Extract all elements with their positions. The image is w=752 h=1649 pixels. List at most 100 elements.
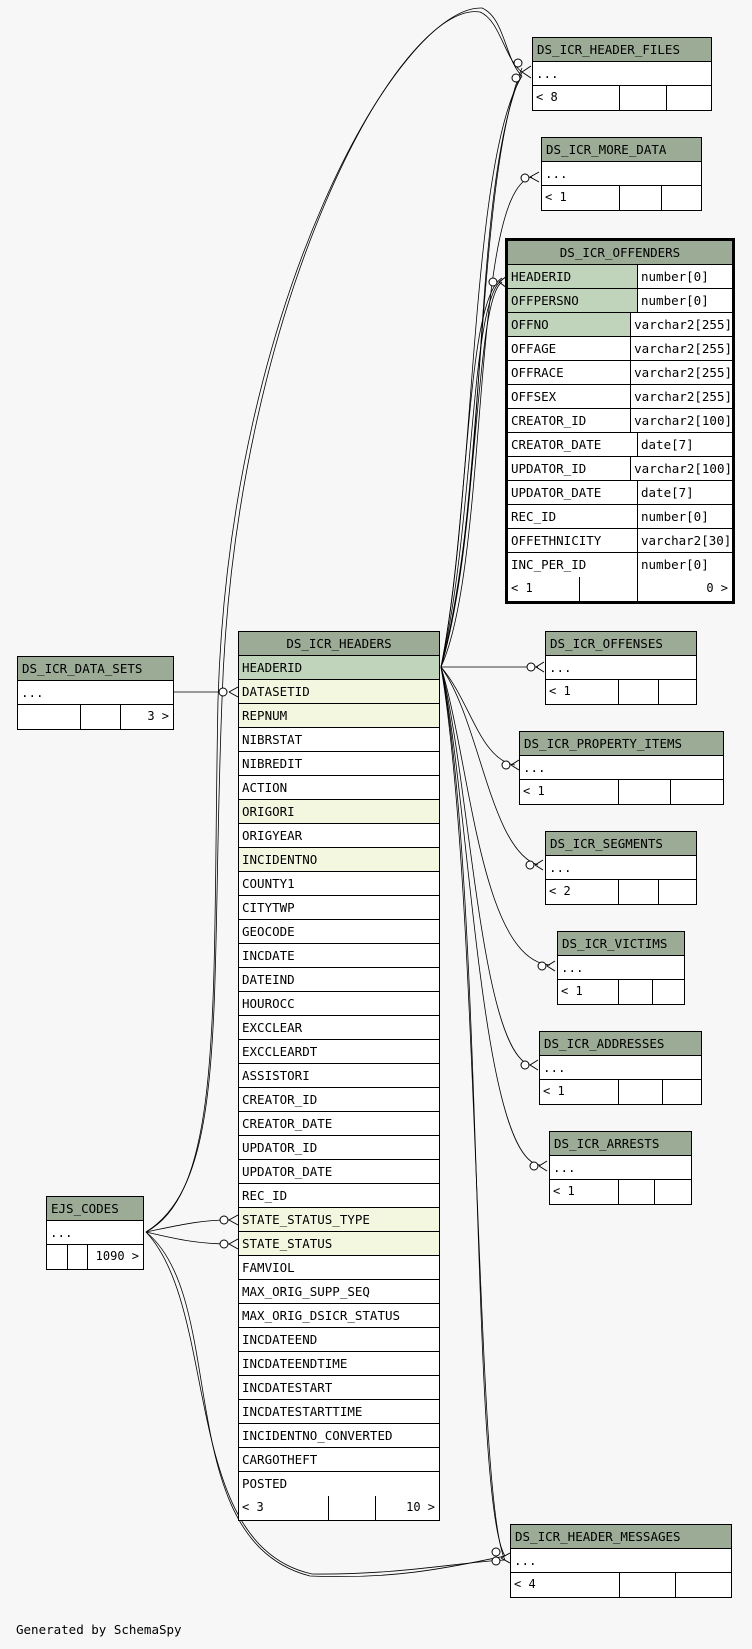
children-count[interactable] [654,1180,691,1204]
children-count[interactable]: 1090 > [87,1245,143,1269]
children-count[interactable] [670,780,723,804]
footer-spacer [618,880,658,904]
column-row: COUNTY1 [239,872,439,896]
column-row: ORIGORI [239,800,439,824]
columns-ellipsis: ... [549,860,572,875]
children-count[interactable] [662,1080,701,1104]
table-title[interactable]: DS_ICR_DATA_SETS [18,657,173,681]
table-ds-icr-arrests[interactable]: DS_ICR_ARRESTS ... < 1 [549,1131,692,1205]
table-title[interactable]: DS_ICR_SEGMENTS [546,832,696,856]
column-row: GEOCODE [239,920,439,944]
children-count[interactable]: 3 > [120,705,173,729]
column-type: varchar2[255] [630,313,732,336]
column-row: STATE_STATUS_TYPE [239,1208,439,1232]
table-ds-icr-victims[interactable]: DS_ICR_VICTIMS ... < 1 [557,931,685,1005]
parents-count[interactable]: < 3 [242,1500,264,1514]
column-name: HEADERID [508,265,637,288]
table-ds-icr-segments[interactable]: DS_ICR_SEGMENTS ... < 2 [545,831,697,905]
column-name: REC_ID [242,1188,288,1203]
column-row: CREATOR_DATE [239,1112,439,1136]
table-ds-icr-offenses[interactable]: DS_ICR_OFFENSES ... < 1 [545,631,697,705]
column-name: POSTED [242,1476,288,1491]
column-row: CITYTWP [239,896,439,920]
table-ds-icr-header-messages[interactable]: DS_ICR_HEADER_MESSAGES ... < 4 [510,1524,732,1598]
children-count[interactable]: 0 > [637,577,732,601]
column-type: number[0] [637,265,732,288]
children-count[interactable] [658,680,696,704]
footer-spacer [618,680,658,704]
footer-spacer [579,577,637,601]
parents-count[interactable]: < 1 [553,1184,575,1198]
column-type: varchar2[255] [630,361,732,384]
parents-count[interactable]: < 1 [549,684,571,698]
column-name: ASSISTORI [242,1068,310,1083]
table-title[interactable]: DS_ICR_ARRESTS [550,1132,691,1156]
table-ejs-codes[interactable]: EJS_CODES ... 1090 > [46,1196,144,1270]
children-count[interactable] [652,980,684,1004]
children-count[interactable] [675,1573,731,1597]
parents-count[interactable]: < 1 [511,581,533,595]
column-type: number[0] [637,553,732,577]
table-ds-icr-more-data[interactable]: DS_ICR_MORE_DATA ... < 1 [541,137,702,211]
table-title[interactable]: DS_ICR_VICTIMS [558,932,684,956]
parents-count[interactable]: < 8 [536,90,558,104]
column-name: HEADERID [239,656,439,679]
column-name: CREATOR_DATE [511,437,602,452]
parents-count[interactable] [47,1245,67,1269]
column-name: GEOCODE [242,924,295,939]
column-name: INC_PER_ID [511,557,587,572]
column-row: UPDATOR_DATE [239,1160,439,1184]
column-row: OFFRACE varchar2[255] [508,361,732,385]
column-name: OFFRACE [511,365,564,380]
table-ds-icr-data-sets[interactable]: DS_ICR_DATA_SETS ... 3 > [17,656,174,730]
column-row: INC_PER_ID number[0] [508,553,732,577]
parents-count[interactable]: < 1 [543,1084,565,1098]
parents-count[interactable]: < 4 [514,1577,536,1591]
parents-count[interactable]: < 1 [523,784,545,798]
columns-ellipsis: ... [561,960,584,975]
parents-count[interactable]: < 1 [561,984,583,998]
column-name: INCDATESTART [242,1380,333,1395]
column-name: ORIGORI [239,800,439,823]
table-title[interactable]: DS_ICR_ADDRESSES [540,1032,701,1056]
table-title[interactable]: DS_ICR_OFFENSES [546,632,696,656]
column-name: INCDATE [242,948,295,963]
table-ds-icr-header-files[interactable]: DS_ICR_HEADER_FILES ... < 8 [532,37,712,111]
column-name: INCDATESTARTTIME [242,1404,363,1419]
table-title[interactable]: EJS_CODES [47,1197,143,1221]
table-title[interactable]: DS_ICR_OFFENDERS [508,241,732,265]
column-name: ORIGYEAR [242,828,303,843]
table-title[interactable]: DS_ICR_HEADER_FILES [533,38,711,62]
table-ds-icr-property-items[interactable]: DS_ICR_PROPERTY_ITEMS ... < 1 [519,731,724,805]
columns-ellipsis: ... [543,1060,566,1075]
table-title[interactable]: DS_ICR_MORE_DATA [542,138,701,162]
columns-ellipsis: ... [549,660,572,675]
children-count[interactable] [666,86,711,110]
column-row: FAMVIOL [239,1256,439,1280]
children-count[interactable] [661,186,701,210]
column-type: varchar2[255] [630,337,732,360]
column-row: ACTION [239,776,439,800]
parents-count[interactable] [18,705,80,729]
table-title[interactable]: DS_ICR_PROPERTY_ITEMS [520,732,723,756]
column-row: MAX_ORIG_DSICR_STATUS [239,1304,439,1328]
children-count[interactable] [658,880,696,904]
column-name: REC_ID [511,509,557,524]
column-row: DATEIND [239,968,439,992]
table-title[interactable]: DS_ICR_HEADERS [239,632,439,656]
parents-count[interactable]: < 1 [545,190,567,204]
columns-ellipsis: ... [50,1225,73,1240]
table-title[interactable]: DS_ICR_HEADER_MESSAGES [511,1525,731,1549]
table-ds-icr-addresses[interactable]: DS_ICR_ADDRESSES ... < 1 [539,1031,702,1105]
children-count[interactable]: 10 > [375,1496,439,1520]
parents-count[interactable]: < 2 [549,884,571,898]
column-row: STATE_STATUS [239,1232,439,1256]
column-row: INCDATE [239,944,439,968]
column-name: FAMVIOL [242,1260,295,1275]
